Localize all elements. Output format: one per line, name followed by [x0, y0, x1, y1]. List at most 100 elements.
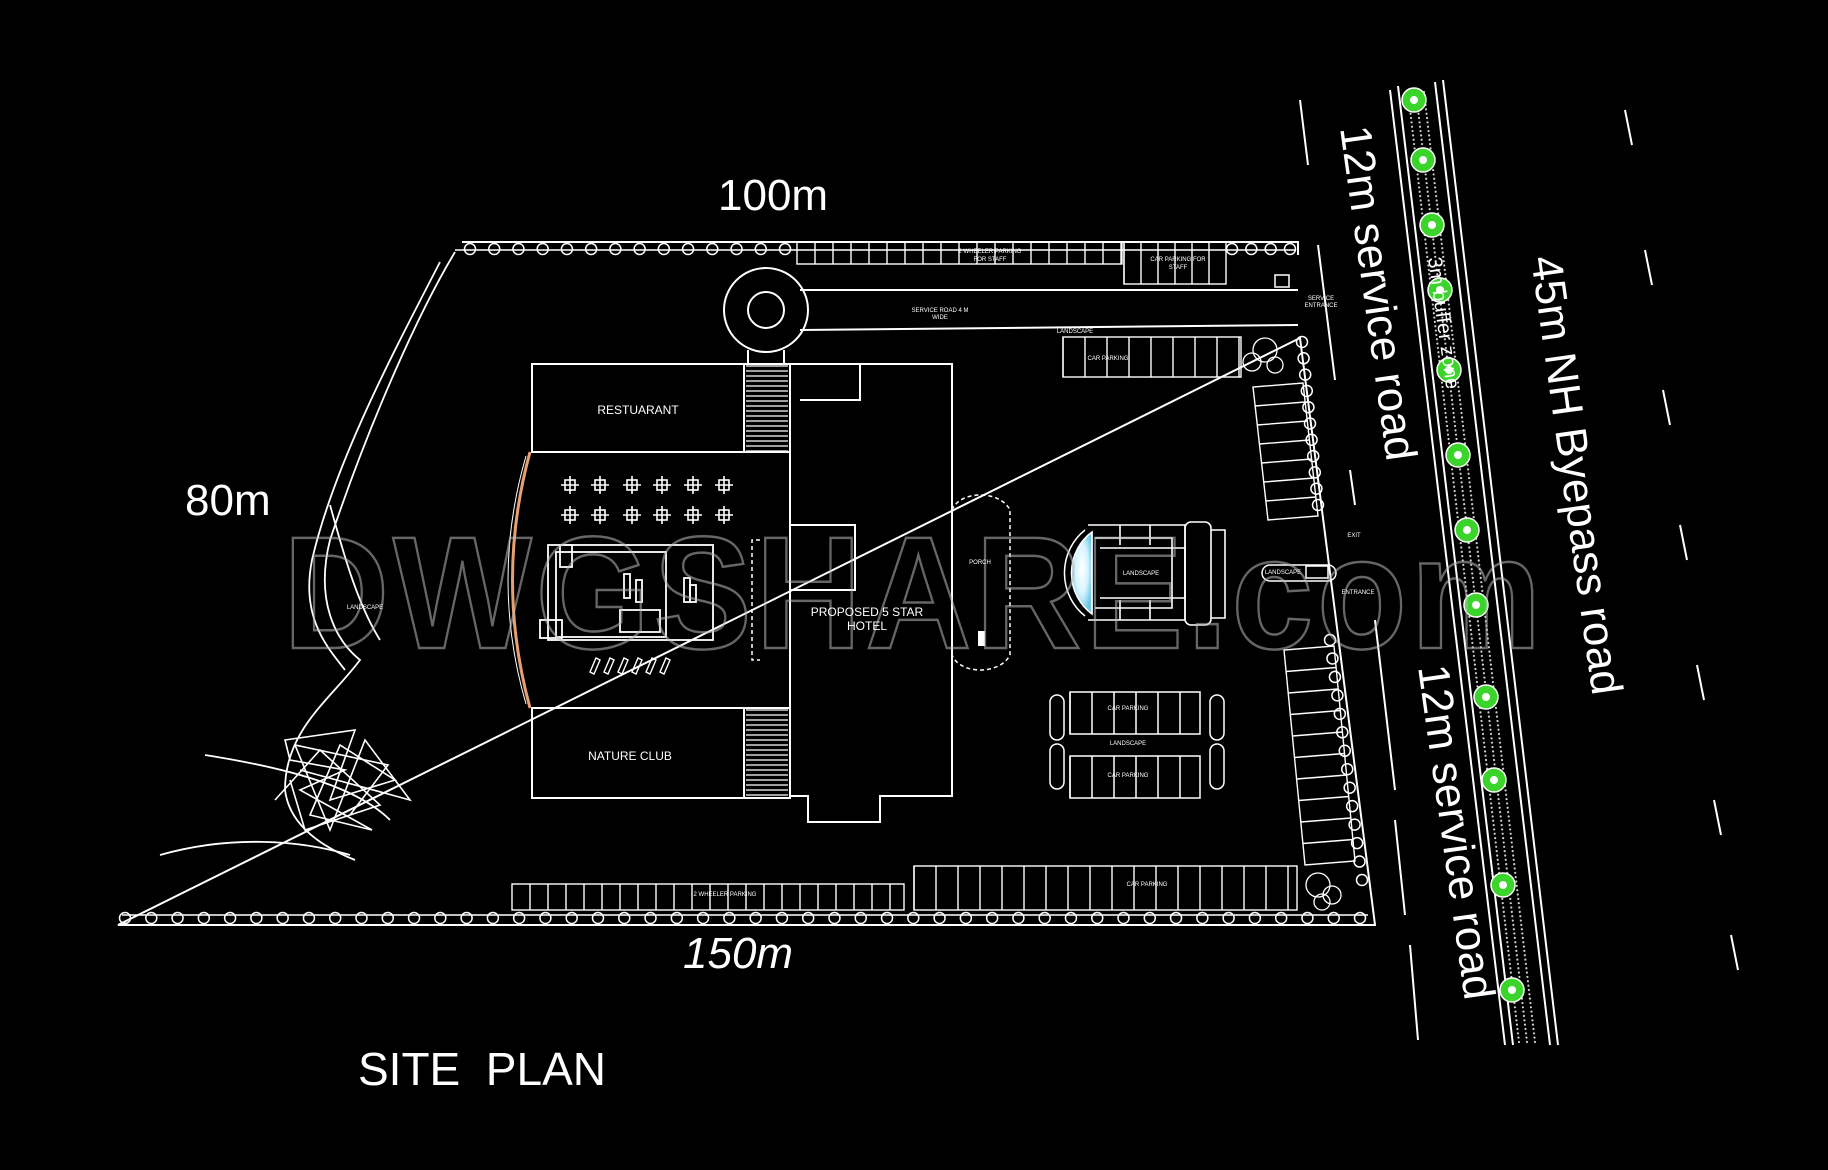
hatch-dot [1453, 489, 1456, 493]
hatch-dot [1440, 307, 1443, 310]
hatch-dot [1462, 433, 1466, 436]
tree-dot [828, 911, 841, 925]
service-road-1: SERVICE ROAD 4 M [912, 308, 969, 314]
hatch-dot [1511, 919, 1514, 922]
hatch-dot [1434, 325, 1437, 328]
hatch-dot [1482, 737, 1485, 740]
hatch-dot [1484, 615, 1487, 618]
hatch-dot [1527, 988, 1531, 992]
hatch-dot [1459, 403, 1462, 406]
hatch-dot [1416, 173, 1419, 176]
hatch-dot [1418, 186, 1421, 189]
hatch-dot [1443, 403, 1446, 406]
lounger [589, 657, 601, 675]
hatch-dot [1460, 416, 1464, 419]
hatch-dot [1469, 489, 1472, 493]
hatch-dot [1529, 1006, 1533, 1009]
tree-dot [1301, 911, 1314, 925]
stall-line [1263, 477, 1314, 483]
hatch-dot [1443, 338, 1446, 341]
hatch-dot [1418, 125, 1422, 128]
tree-center [1454, 451, 1462, 459]
tree-dot [1323, 633, 1337, 647]
stall-line [1292, 731, 1343, 737]
hatch-dot [1518, 906, 1521, 909]
hatch-dot [1468, 476, 1471, 480]
hatch-dot [1480, 585, 1483, 588]
tree-dot [145, 911, 158, 925]
hatch-dot [1502, 841, 1505, 844]
hatch-dot [1502, 910, 1505, 913]
hatch-dot [1484, 754, 1487, 757]
hatch-dot [1512, 854, 1515, 857]
dimension-left: 80m [185, 476, 271, 525]
hatch-dot [1524, 958, 1527, 961]
hatch-dot [1473, 589, 1476, 592]
hatch-dot [1482, 741, 1486, 744]
hatch-dot [1518, 910, 1521, 913]
hatch-dot [1500, 754, 1503, 757]
hatch-dot [1441, 251, 1444, 254]
hatch-dot [1508, 819, 1511, 822]
hatch-dot [1497, 793, 1500, 796]
hatch-dot [1521, 936, 1524, 939]
hatch-dot [1474, 672, 1478, 675]
hatch-dot [1425, 247, 1428, 250]
hatch-dot [1472, 654, 1475, 658]
hatch-dot [1490, 672, 1494, 675]
hatch-dot [1526, 980, 1530, 983]
hatch-dot [1476, 550, 1479, 553]
two-wheeler-staff-2: FOR STAFF [974, 257, 1007, 263]
drawing-title: SITE PLAN [358, 1043, 606, 1095]
hatch-dot [1529, 1001, 1532, 1005]
hatch-dot [1516, 889, 1519, 892]
tree-dot [1353, 911, 1367, 925]
hatch-dot [1504, 858, 1507, 861]
hatch-dot [1508, 962, 1511, 966]
hatch-dot [1491, 750, 1495, 753]
hatch-dot [1505, 793, 1508, 796]
hatch-dot [1489, 793, 1492, 796]
entrance-label: ENTRANCE [1341, 590, 1374, 596]
hatch-dot [1451, 333, 1454, 337]
hatch-dot [1478, 563, 1481, 566]
tree-dot [1222, 911, 1235, 925]
hatch-dot [1480, 719, 1483, 723]
porch [751, 494, 1011, 671]
hatch-dot [1494, 841, 1497, 844]
hatch-dot [1428, 138, 1431, 141]
hatch-dot [1499, 745, 1502, 749]
hatch-dot [1509, 967, 1512, 970]
hatch-dot [1442, 325, 1445, 328]
lane-dash [1696, 664, 1705, 701]
hatch-dot [1456, 516, 1459, 519]
stall-line [1259, 439, 1310, 445]
hatch-dot [1514, 1014, 1518, 1018]
hatch-dot [1485, 628, 1488, 631]
hatch-dot [1453, 485, 1456, 488]
hatch-dot [1424, 108, 1428, 111]
hatch-dot [1431, 303, 1434, 306]
hatch-dot [1496, 719, 1499, 723]
hatch-dot [1507, 815, 1510, 818]
hatch-dot [1499, 810, 1502, 814]
lane-dash [1730, 934, 1739, 971]
hatch-dot [1509, 897, 1512, 900]
landscape-left: LANDSCAPE [347, 605, 383, 611]
hatch-dot [1459, 542, 1462, 545]
stall-line [1296, 774, 1347, 780]
hatch-dot [1466, 468, 1470, 471]
hatch-dot [1440, 312, 1443, 315]
hatch-dot [1437, 351, 1440, 354]
tree-dot [539, 911, 552, 925]
hatch-dot [1439, 303, 1442, 306]
hatch-dot [1476, 620, 1479, 623]
corner-shrubs [1242, 337, 1342, 911]
hatch-dot [1425, 181, 1428, 185]
tree-dot [1306, 449, 1320, 463]
hatch-dot [1440, 381, 1444, 384]
stall-line [1294, 752, 1345, 759]
hatch-dot [1495, 850, 1498, 853]
tree-center [1436, 286, 1444, 294]
hatch-dot [1424, 173, 1427, 176]
